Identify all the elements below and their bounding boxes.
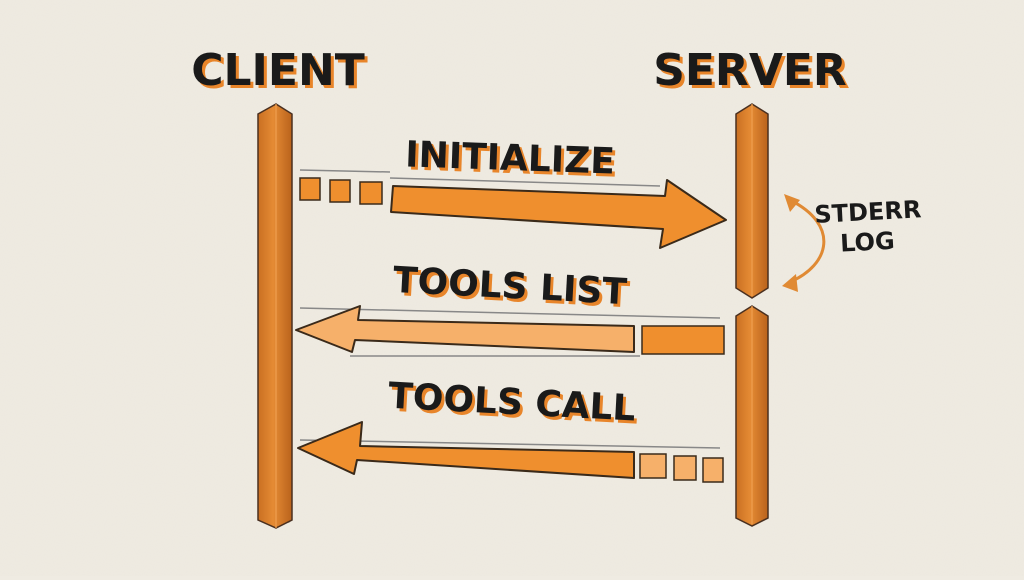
packet-block (641, 325, 725, 355)
packet-block (329, 179, 351, 203)
client-title: CLIENT (191, 45, 365, 96)
packet-block (673, 455, 697, 481)
server-lifeline (735, 103, 769, 527)
server-title-shadow: SERVER (656, 48, 850, 99)
loop-arrow-head-bottom (782, 274, 798, 292)
packet-block (359, 181, 383, 205)
packet-block (702, 457, 724, 483)
message-tools-list-arrow (295, 305, 725, 357)
message-initialize-label: INITIALIZE (405, 134, 616, 182)
stderr-log-note: STDERR LOG (782, 194, 922, 292)
message-initialize-arrow (299, 169, 727, 249)
message-initialize-label-shadow: INITIALIZE (407, 137, 618, 185)
packet-block (299, 177, 321, 201)
client-lifeline (257, 103, 293, 529)
message-tools-call-arrow (297, 421, 724, 483)
client-title-shadow: CLIENT (194, 48, 368, 99)
loop-arrow (789, 198, 826, 284)
loop-arrow-head-top (784, 194, 800, 212)
server-header: SERVER SERVER (653, 45, 850, 99)
server-title: SERVER (653, 45, 847, 96)
packet-block (639, 453, 667, 479)
log-label: LOG (839, 227, 895, 258)
client-header: CLIENT CLIENT (191, 45, 368, 99)
stderr-label: STDERR (814, 195, 922, 229)
message-initialize: INITIALIZE INITIALIZE (299, 134, 727, 249)
